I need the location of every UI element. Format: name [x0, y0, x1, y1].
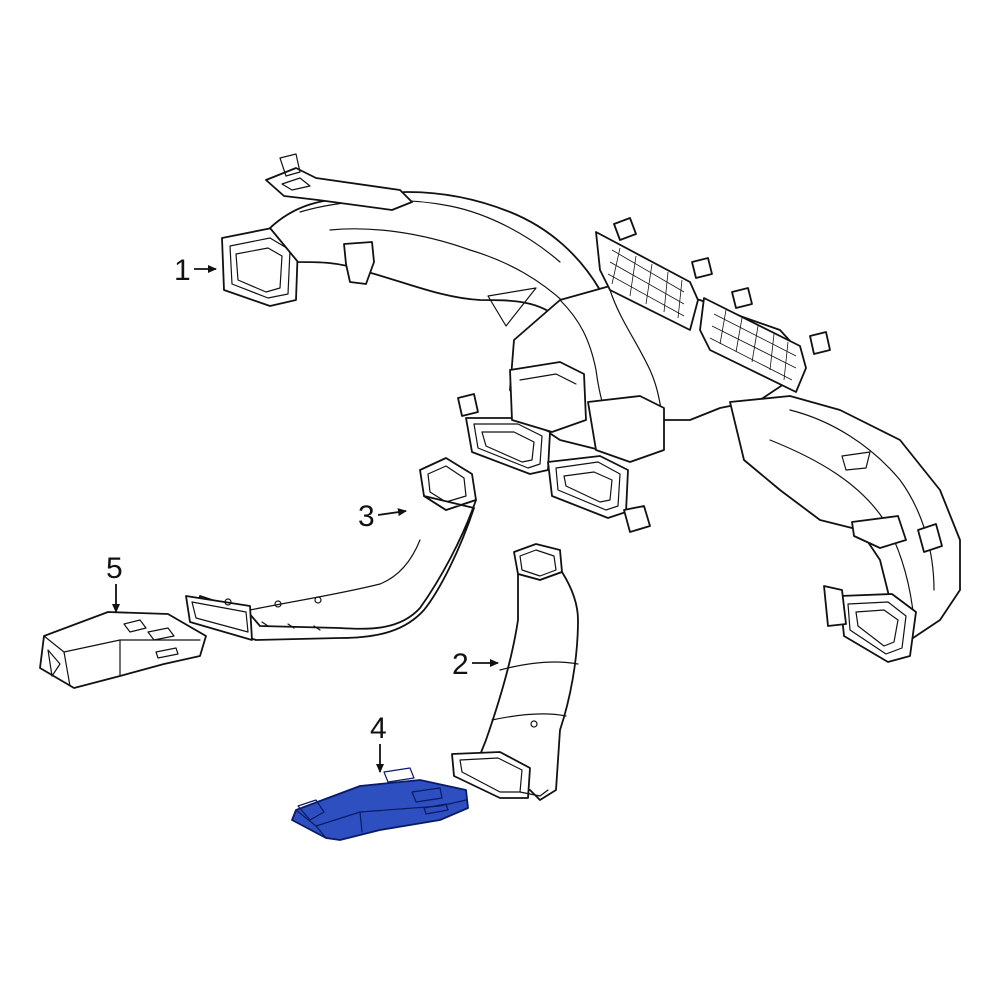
main-duct[interactable] — [221, 153, 961, 663]
callout-4: 4 — [370, 712, 387, 773]
rear-duct-left[interactable] — [185, 457, 477, 641]
floor-duct-highlighted[interactable] — [291, 767, 469, 841]
callout-number-1: 1 — [174, 254, 191, 287]
callout-3: 3 — [358, 500, 407, 533]
callout-number-3: 3 — [358, 500, 375, 533]
callout-number-2: 2 — [452, 648, 469, 681]
rear-duct-right[interactable] — [451, 543, 579, 801]
callout-5: 5 — [106, 552, 123, 613]
callout-number-4: 4 — [370, 712, 387, 745]
callout-number-5: 5 — [106, 552, 123, 585]
leader-arrow-3 — [377, 508, 407, 517]
callout-2: 2 — [452, 648, 499, 681]
callout-1: 1 — [174, 254, 217, 287]
floor-duct[interactable] — [39, 611, 207, 689]
